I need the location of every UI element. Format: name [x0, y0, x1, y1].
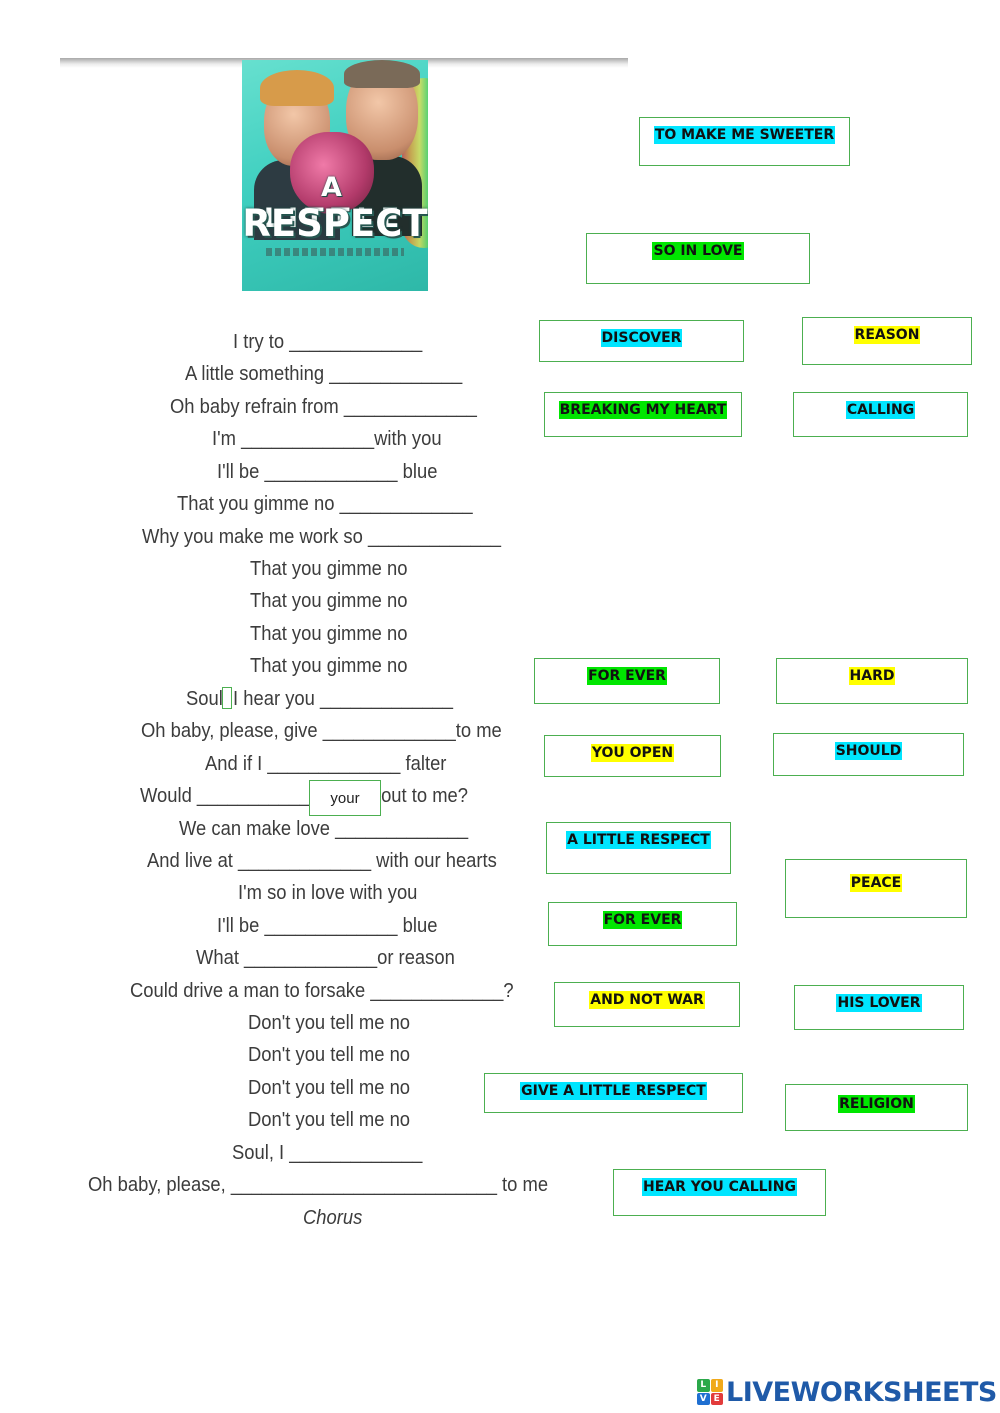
answer-label: SHOULD [834, 742, 903, 760]
answer-label: PEACE [849, 874, 903, 892]
cover-title-line-1: A LITTLE [263, 172, 407, 234]
answer-box[interactable]: BREAKING MY HEART [544, 392, 742, 437]
lyric-line: Could drive a man to forsake ___________… [130, 980, 514, 1002]
lyric-line: Oh baby, please, give _____________to me [141, 720, 502, 742]
answer-box[interactable]: GIVE A LITTLE RESPECT [484, 1073, 743, 1113]
text-cursor-box[interactable] [222, 687, 232, 709]
lyric-line: Don't you tell me no [248, 1044, 411, 1066]
answer-box[interactable]: YOU OPEN [544, 735, 721, 777]
answer-box[interactable]: FOR EVER [548, 902, 737, 946]
person-2-hair [344, 60, 420, 88]
answer-box[interactable]: TO MAKE ME SWEETER [639, 117, 850, 166]
lyric-line: Don't you tell me no [248, 1109, 411, 1131]
answer-label: BREAKING MY HEART [558, 401, 728, 419]
lyric-line: That you gimme no [250, 623, 408, 645]
answer-label: RELIGION [838, 1095, 915, 1113]
lyric-line: A little something _____________ [185, 363, 463, 385]
album-cover-image: A LITTLE RESPECT [242, 60, 428, 291]
lyric-line: Would _____________ arms out to me? [140, 785, 469, 807]
answer-label: HEAR YOU CALLING [642, 1178, 797, 1196]
answer-box[interactable]: HEAR YOU CALLING [613, 1169, 826, 1216]
answer-box[interactable]: HIS LOVER [794, 985, 964, 1030]
lyric-line: And live at _____________ with our heart… [147, 850, 497, 872]
answer-label: FOR EVER [602, 911, 683, 929]
lyric-line: What _____________or reason [196, 947, 455, 969]
answer-box[interactable]: REASON [802, 317, 972, 365]
answer-box[interactable]: PEACE [785, 859, 967, 918]
lyric-line: Don't you tell me no [248, 1077, 411, 1099]
answer-box[interactable]: HARD [776, 658, 968, 704]
chorus-label: Chorus [303, 1207, 363, 1229]
answer-label: HARD [848, 667, 896, 685]
answer-box[interactable]: A LITTLE RESPECT [546, 822, 731, 874]
lyric-line: Soul, I _____________ [232, 1142, 423, 1164]
heart-graphic [290, 132, 374, 214]
answer-box[interactable]: AND NOT WAR [554, 982, 740, 1027]
answer-label: TO MAKE ME SWEETER [653, 126, 836, 144]
answer-box[interactable]: DISCOVER [539, 320, 744, 362]
liveworksheets-logo-icon: L I V E [697, 1379, 723, 1405]
lyric-line: Oh baby refrain from _____________ [170, 396, 477, 418]
drop-zone-filled[interactable]: your [309, 780, 381, 816]
lyric-line: That you gimme no [250, 590, 408, 612]
lyric-line: I'm _____________with you [212, 428, 442, 450]
lyric-line: That you gimme no [250, 558, 408, 580]
answer-box[interactable]: RELIGION [785, 1084, 968, 1131]
lyric-line: We can make love _____________ [179, 818, 469, 840]
lyric-line: That you gimme no _____________ [177, 493, 473, 515]
answer-label: CALLING [845, 401, 916, 419]
lyric-line: Why you make me work so _____________ [142, 526, 502, 548]
lyric-line: I try to _____________ [233, 331, 423, 353]
answer-label: HIS LOVER [836, 994, 922, 1012]
lyric-line: Soul, I hear you _____________ [186, 688, 454, 710]
answer-box[interactable]: CALLING [793, 392, 968, 437]
answer-label: REASON [853, 326, 921, 344]
person-1-hair [260, 70, 334, 106]
lyric-line: I'm so in love with you [238, 882, 418, 904]
lyric-line: That you gimme no [250, 655, 408, 677]
lyric-line: I'll be _____________ blue [217, 461, 438, 483]
lyric-line: And if I _____________ falter [205, 753, 447, 775]
answer-box[interactable]: SO IN LOVE [586, 233, 810, 284]
answer-box[interactable]: FOR EVER [534, 658, 720, 704]
lyric-line: Oh baby, please, _______________________… [88, 1174, 549, 1196]
answer-label: AND NOT WAR [589, 991, 705, 1009]
brand-name: LIVEWORKSHEETS [726, 1376, 997, 1408]
answer-label: SO IN LOVE [652, 242, 744, 260]
answer-box[interactable]: SHOULD [773, 733, 964, 776]
lyric-line: I'll be _____________ blue [217, 915, 438, 937]
lyric-line: Don't you tell me no [248, 1012, 411, 1034]
answer-label: FOR EVER [587, 667, 667, 685]
liveworksheets-logo: L I V E LIVEWORKSHEETS [697, 1376, 997, 1408]
answer-label: YOU OPEN [590, 744, 675, 762]
cover-title-line-2: RESPECT [242, 202, 428, 245]
answer-label: GIVE A LITTLE RESPECT [520, 1082, 707, 1100]
cover-credits [266, 248, 404, 256]
answer-label: A LITTLE RESPECT [566, 831, 711, 849]
answer-label: DISCOVER [600, 329, 683, 347]
